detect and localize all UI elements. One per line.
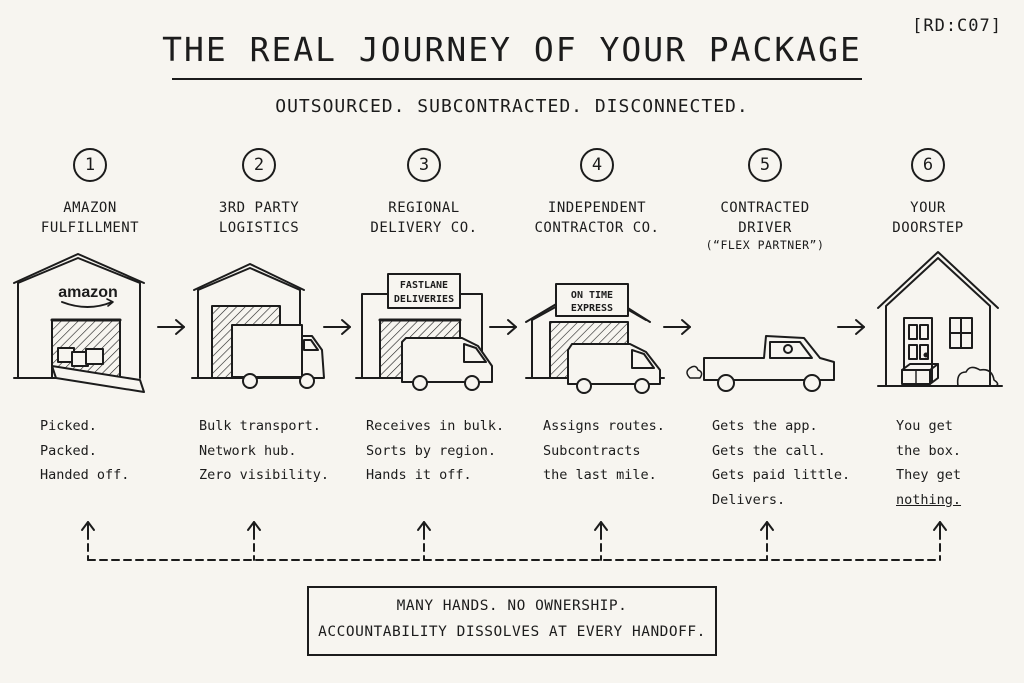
stage-2-description: Bulk transport. Network hub. Zero visibi… [199,418,330,483]
stage-2-number: 2 [242,148,276,182]
ontime-sign-line2: EXPRESS [571,303,613,314]
stage-1-description: Picked. Packed. Handed off. [40,418,130,483]
stage-5-note: (“FLEX PARTNER”) [705,238,825,252]
arrow-right-icon [157,319,185,335]
cargo-van-icon [567,343,661,394]
stage-6-header: 6 YOUR DOORSTEP [843,148,1013,238]
page-subtitle: OUTSOURCED. SUBCONTRACTED. DISCONNECTED. [275,96,749,117]
stage-4-header: 4 INDEPENDENT CONTRACTOR CO. [512,148,682,238]
stage-4-description: Assigns routes. Subcontracts the last mi… [543,418,665,483]
footer-line-1: MANY HANDS. NO OWNERSHIP. [396,598,628,614]
page-title: THE REAL JOURNEY OF YOUR PACKAGE [162,30,862,69]
stage-2-title: 3RD PARTY LOGISTICS [218,200,300,236]
title-underline [172,78,862,80]
ontime-sign-line1: ON TIME [571,290,613,301]
arrow-right-icon [663,319,691,335]
house-icon [877,251,1003,387]
stage-2-header: 2 3RD PARTY LOGISTICS [174,148,344,238]
reference-tag: [RD:C07] [912,16,1002,36]
arrow-up-icon [81,521,947,533]
package-icon [57,347,104,367]
stage-5-description: Gets the app. Gets the call. Gets paid l… [712,418,851,508]
pickup-truck-icon [686,335,835,392]
arrow-right-icon [489,319,517,335]
arrow-right-icon [323,319,351,335]
package-icon [901,363,939,385]
cargo-van-icon [401,337,493,391]
warehouse-icon: amazon [13,253,145,393]
footer-line-2: ACCOUNTABILITY DISSOLVES AT EVERY HANDOF… [318,624,706,640]
fastlane-sign-line1: FASTLANE [400,280,448,291]
stage-1-header: 1 AMAZON FULFILLMENT [5,148,175,238]
arrow-right-icon [837,319,865,335]
stage-5-title: CONTRACTED DRIVER (“FLEX PARTNER”) [680,198,850,252]
box-truck-icon [231,324,325,389]
stage-3-title: REGIONAL DELIVERY CO. [370,200,478,236]
stage-3-header: 3 REGIONAL DELIVERY CO. [339,148,509,238]
stage-6-title: YOUR DOORSTEP [892,200,964,236]
footer-callout: MANY HANDS. NO OWNERSHIP. ACCOUNTABILITY… [307,586,717,656]
amazon-logo-text: amazon [58,284,118,301]
stage-1-title: AMAZON FULFILLMENT [40,200,140,236]
stage-4-number: 4 [580,148,614,182]
handoff-dashed-line [87,531,941,561]
stage-1-number: 1 [73,148,107,182]
nothing-emphasis: nothing. [896,491,962,508]
fastlane-sign-line2: DELIVERIES [394,294,454,305]
stage-3-number: 3 [407,148,441,182]
stage-5-number: 5 [748,148,782,182]
stage-6-description: You get the box. They get nothing. [896,414,961,512]
stage-6-number: 6 [911,148,945,182]
stage-5-header: 5 CONTRACTED DRIVER (“FLEX PARTNER”) [680,148,850,252]
stage-3-description: Receives in bulk. Sorts by region. Hands… [366,418,505,483]
stage-4-title: INDEPENDENT CONTRACTOR CO. [534,200,660,236]
